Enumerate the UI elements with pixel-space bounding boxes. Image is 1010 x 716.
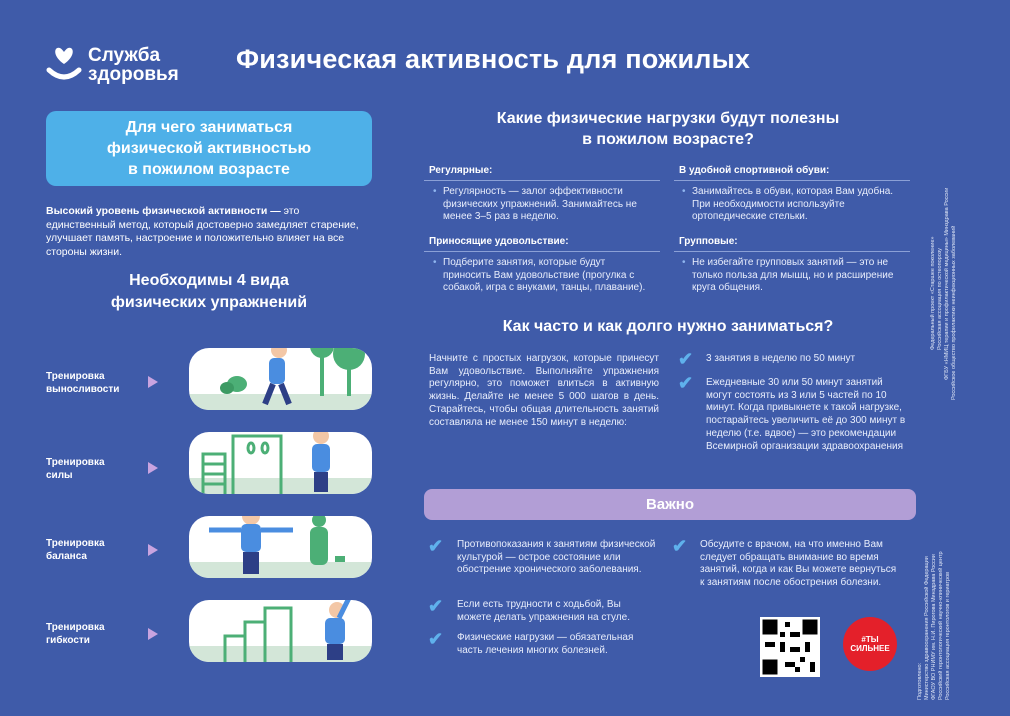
logo-line-1: Служба [88,45,161,66]
useful-title: Какие физические нагрузки будут полезны … [420,108,916,150]
qr-code[interactable] [760,617,820,677]
pleasure-title: Приносящие удовольствие: [429,236,569,247]
divider [424,180,660,181]
arrow-icon [148,376,158,388]
ground [189,562,372,578]
credit-line: ФГАОУ ВО РНИМУ им. Н.И. Пирогова Минздра… [931,554,937,700]
exercise-label-line-2: баланса [46,551,87,562]
check-icon: ✔ [672,536,688,556]
frequency-item-1: 3 занятия в неделю по 50 минут [706,353,856,364]
frequency-title: Как часто и как долго нужно заниматься? [502,318,834,335]
important-header: Важно [424,489,916,520]
exercise-label-line-2: гибкости [46,635,90,646]
logo: Служба здоровья [46,44,196,88]
group-text: Не избегайте групповых занятий — это не … [682,257,906,295]
exercise-label-flexibility: Тренировка гибкости [46,621,136,647]
credit-line: ФГБУ «НМИЦ терапии и профилактической ме… [944,187,950,380]
shoes-title: В удобной спортивной обуви: [679,165,830,176]
arrow-icon [148,628,158,640]
exercise-label-strength: Тренировка силы [46,456,136,482]
regular-title: Регулярные: [429,165,493,176]
credit-line: Российская ассоциация по остеопорозу [937,248,943,350]
exercise-card-balance [189,516,372,578]
why-box-line-3: в пожилом возрасте [128,161,290,178]
why-paragraph: Высокий уровень физической активности — … [46,205,372,259]
useful-title-line-2: в пожилом возрасте? [582,131,754,148]
need-title: Необходимы 4 вида физических упражнений [46,270,372,314]
why-bold: Высокий уровень физической активности — [46,205,281,217]
credit-line: Министерство здравоохранения Российской … [924,556,930,700]
exercise-label-line-1: Тренировка [46,457,105,468]
exercise-label-line-2: выносливости [46,384,120,395]
exercise-label-line-1: Тренировка [46,538,105,549]
heart-smile-icon [46,47,82,80]
arrow-icon [148,462,158,474]
check-icon: ✔ [678,373,694,393]
important-item-2: Если есть трудности с ходьбой, Вы можете… [457,599,630,623]
exercise-label-line-1: Тренировка [46,622,105,633]
important-item-4: Обсудите с врачом, на что именно Вам сле… [700,539,897,589]
logo-line-2: здоровья [88,64,179,85]
credit-line: Российское общество профилактики неинфек… [951,225,957,400]
stretch-man-illustration [223,600,351,662]
credit-line: Российский геронтологический научно-клин… [938,551,944,700]
useful-title-line-1: Какие физические нагрузки будут полезны [496,110,840,127]
credit-line: Подготовлено: [917,662,923,700]
divider [674,251,910,252]
group-title: Групповые: [679,236,738,247]
walking-man-illustration [220,348,365,406]
exercise-label-endurance: Тренировка выносливости [46,370,136,396]
campaign-badge: #ТЫ СИЛЬНЕЕ [843,617,897,671]
exercise-card-strength [189,432,372,494]
divider [674,180,910,181]
bars-man-illustration [201,432,330,494]
balance-man-illustration [209,516,345,574]
exercise-label-line-1: Тренировка [46,371,105,382]
credit-line: Российская ассоциация геронтологов и гер… [945,571,951,700]
exercise-card-flexibility [189,600,372,662]
arrow-icon [148,544,158,556]
important-item-3: Физические нагрузки — обязательная часть… [457,632,634,656]
need-title-line-1: Необходимы 4 вида [129,272,289,289]
badge-text: #ТЫ СИЛЬНЕЕ [850,635,890,653]
pleasure-text: Подберите занятия, которые будут приноси… [433,257,655,295]
ground [189,646,372,662]
need-title-line-2: физических упражнений [110,294,308,311]
exercise-label-balance: Тренировка баланса [46,537,136,563]
check-icon: ✔ [678,349,694,369]
ground [189,394,372,410]
frequency-text: Начните с простых нагрузок, которые прин… [429,353,659,428]
regular-text: Регулярность — залог эффективности физич… [433,186,655,224]
page-title: Физическая активность для пожилых [236,44,751,74]
check-icon: ✔ [428,629,444,649]
frequency-item-2: Ежедневные 30 или 50 минут занятий могут… [706,377,906,452]
shoes-text: Занимайтесь в обуви, которая Вам удобна.… [682,186,906,224]
exercise-label-line-2: силы [46,470,73,481]
check-icon: ✔ [428,596,444,616]
why-box-line-1: Для чего заниматься [125,119,293,136]
why-text: это единственный метод, который достовер… [46,205,359,258]
why-box: Для чего заниматься физической активност… [46,111,372,186]
check-icon: ✔ [428,536,444,556]
why-box-line-2: физической активностью [106,140,312,157]
exercise-card-endurance [189,348,372,410]
divider [424,251,660,252]
logo-text: Служба здоровья [88,46,179,84]
credit-line: Федеральный проект «Старшее поколение» [930,236,936,350]
important-item-1: Противопоказания к занятиям физической к… [457,539,656,576]
qr-code-graphic [760,617,820,677]
